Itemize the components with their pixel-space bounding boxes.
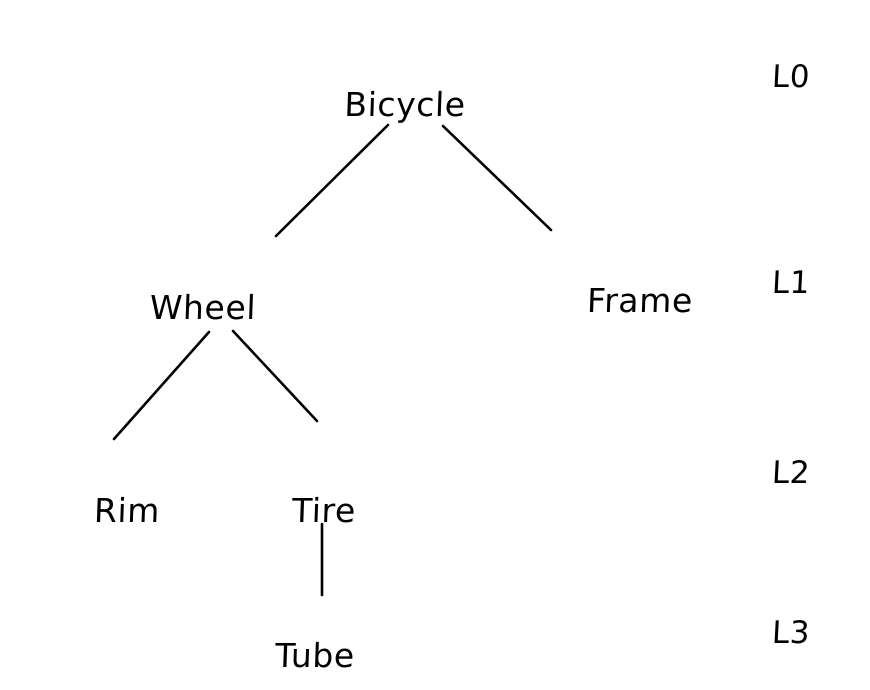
edge-wheel-to-tire xyxy=(231,329,319,423)
node-tube[interactable]: Tube xyxy=(274,636,356,675)
node-tire[interactable]: Tire xyxy=(291,491,357,530)
level-label-l3: L3 xyxy=(771,615,811,651)
node-rim[interactable]: Rim xyxy=(93,491,161,530)
edge-bicycle-to-wheel xyxy=(274,123,390,238)
edge-bicycle-to-frame xyxy=(441,124,553,232)
level-label-l1: L1 xyxy=(771,265,811,301)
node-frame[interactable]: Frame xyxy=(586,281,694,320)
node-bicycle[interactable]: Bicycle xyxy=(343,85,467,124)
level-label-l2: L2 xyxy=(771,455,811,491)
edge-wheel-to-rim xyxy=(112,330,211,441)
node-wheel[interactable]: Wheel xyxy=(149,288,257,327)
level-label-l0: L0 xyxy=(771,59,811,95)
